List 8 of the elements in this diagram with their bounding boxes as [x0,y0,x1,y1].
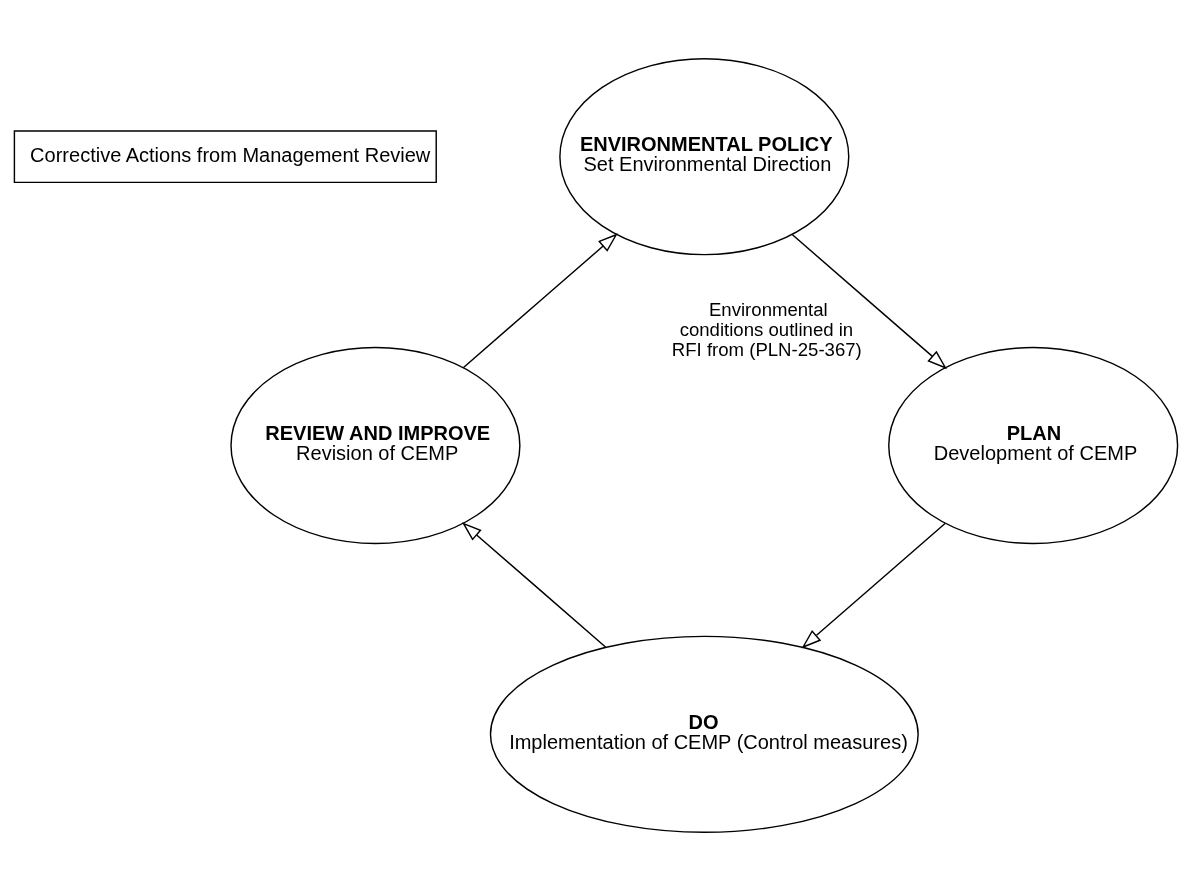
arrow [791,233,947,369]
node-ellipse: DO Implementation of CEMP (Control measures) [489,635,919,833]
arrow [461,521,607,648]
node-ellipse: PLAN Development of CEMP [888,346,1179,544]
edge-label: Environmental conditions outlined in RFI from (PLN-25-367) [671,298,862,360]
arrow [462,232,618,368]
arrow [801,522,946,648]
node-box: Corrective Actions from Management Review [13,129,437,183]
